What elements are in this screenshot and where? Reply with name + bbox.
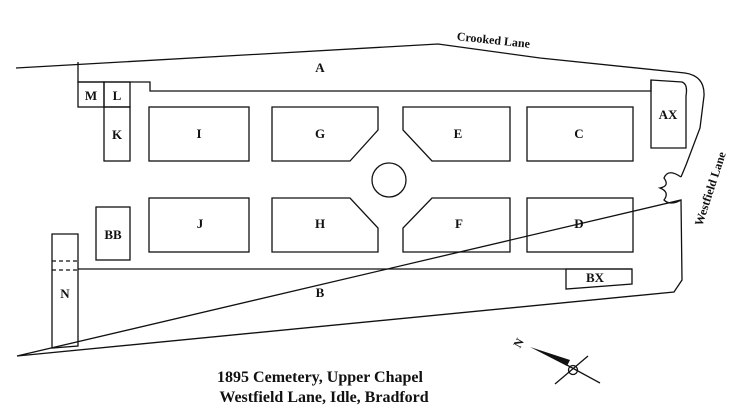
- label-section-e: E: [454, 126, 463, 141]
- label-section-j: J: [197, 216, 204, 231]
- map-caption-line1: 1895 Cemetery, Upper Chapel: [217, 369, 423, 386]
- label-section-n: N: [60, 286, 70, 301]
- label-section-k: K: [112, 127, 123, 142]
- section-bx-block: [565, 268, 633, 290]
- label-section-c: C: [574, 126, 583, 141]
- section-j-block: [148, 197, 250, 253]
- label-section-b: B: [316, 285, 325, 300]
- section-e-block: [402, 106, 511, 162]
- label-section-a: A: [315, 60, 325, 75]
- section-g-block: [271, 106, 379, 162]
- label-section-m: M: [85, 88, 97, 103]
- section-bb-block: [95, 206, 131, 261]
- label-section-bx: BX: [586, 270, 605, 285]
- map-caption-line2: Westfield Lane, Idle, Bradford: [219, 389, 428, 406]
- label-section-d: D: [574, 216, 583, 231]
- cemetery-boundary: [15, 43, 705, 357]
- section-f-block: [402, 197, 511, 253]
- inner-path: [77, 62, 652, 92]
- label-section-h: H: [315, 216, 325, 231]
- road-label-westfield-lane: Westfield Lane: [692, 149, 729, 227]
- section-d-block: [526, 197, 634, 253]
- label-section-l: L: [113, 88, 122, 103]
- label-section-g: G: [315, 126, 325, 141]
- compass-rose: N: [510, 335, 601, 385]
- section-i-block: [148, 106, 250, 162]
- label-section-i: I: [196, 126, 201, 141]
- compass-needle-icon: [530, 347, 570, 366]
- section-ax-block: [650, 79, 688, 149]
- central-circle: [371, 162, 407, 198]
- section-h-block: [271, 197, 379, 253]
- section-n-block: [51, 233, 79, 349]
- label-section-ax: AX: [659, 107, 678, 122]
- label-section-f: F: [455, 216, 463, 231]
- label-section-bb: BB: [104, 227, 122, 242]
- section-c-block: [526, 106, 634, 162]
- compass-north-label: N: [510, 335, 527, 350]
- section-k-block: [103, 106, 131, 162]
- westfield-gate: [657, 172, 682, 204]
